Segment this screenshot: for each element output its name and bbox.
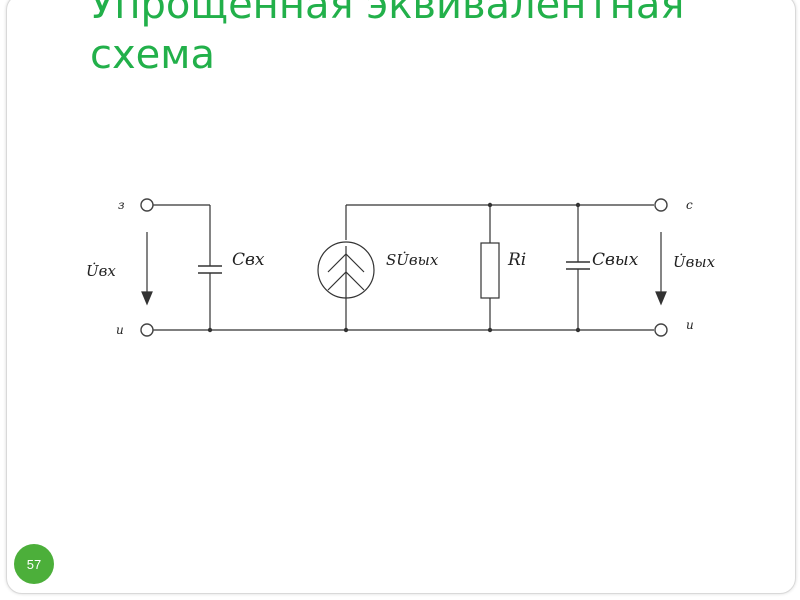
junction-dot xyxy=(343,327,349,333)
input-capacitor xyxy=(198,205,222,330)
page-number-badge: 57 xyxy=(14,544,54,584)
junction-dot xyxy=(207,327,213,333)
terminal-source-in xyxy=(140,323,154,337)
resistor-ri xyxy=(480,205,500,330)
terminal-label-gate: з xyxy=(118,198,125,212)
output-capacitance-label: Cвых xyxy=(592,250,639,270)
input-voltage-arrow xyxy=(141,232,153,306)
input-voltage-label: U̇вх xyxy=(86,262,116,280)
junction-dot xyxy=(487,327,493,333)
source-label: SU̇вых xyxy=(386,251,439,269)
terminal-label-source-out: и xyxy=(686,318,694,332)
junction-dot xyxy=(575,327,581,333)
resistance-label: Ri xyxy=(507,250,526,270)
output-voltage-label: U̇вых xyxy=(673,253,716,271)
output-voltage-arrow xyxy=(655,232,667,306)
terminal-label-source-in: и xyxy=(116,323,124,337)
terminal-drain xyxy=(654,198,668,212)
junction-dot xyxy=(575,202,581,208)
junction-dot xyxy=(487,202,493,208)
terminal-label-drain: с xyxy=(686,198,693,212)
slide-title: Упрощенная эквивалентная схема xyxy=(90,0,685,78)
current-source xyxy=(317,205,375,330)
output-capacitor xyxy=(566,205,590,330)
terminal-source-out xyxy=(654,323,668,337)
input-capacitance-label: Cвх xyxy=(232,250,265,270)
terminal-gate xyxy=(140,198,154,212)
